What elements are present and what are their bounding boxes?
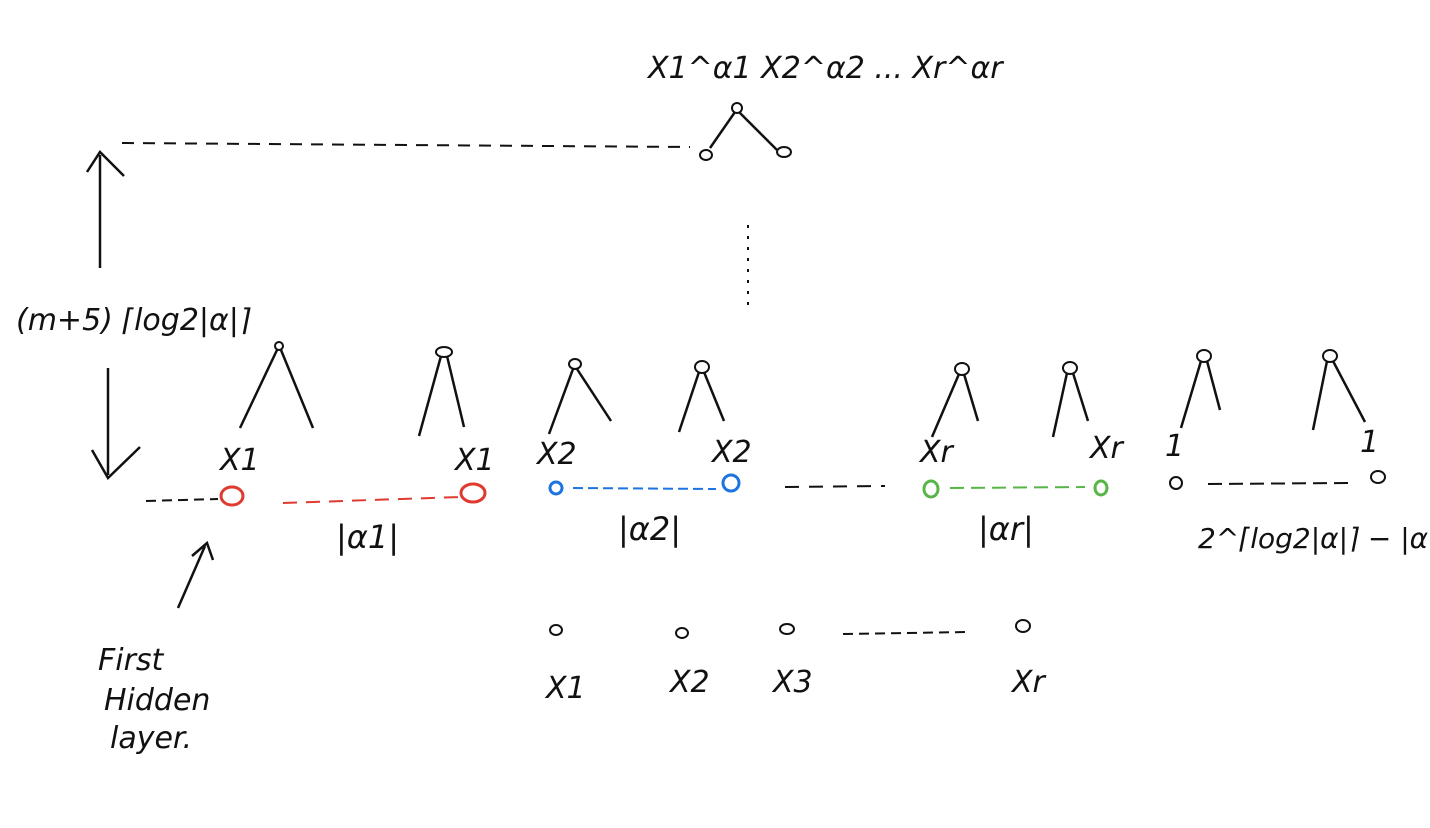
top-product-label: X1^α1 X2^α2 ... Xr^αr	[646, 51, 1004, 86]
tree-2	[417, 346, 466, 437]
group-1-right-label: X1	[453, 443, 495, 478]
first-hidden-layer-arrow	[176, 540, 215, 609]
group-4-right-label: 1	[1360, 425, 1379, 460]
group-1-nodes	[219, 482, 487, 507]
tree-7	[1179, 349, 1222, 429]
group-3-nodes	[922, 479, 1109, 499]
group-4-size-label: 2^⌈log2|α|⌉ − |α|	[1198, 522, 1430, 555]
group-3-size-label: |αr|	[978, 510, 1034, 548]
group-2-nodes	[548, 473, 741, 496]
depth-up-arrow	[85, 150, 125, 268]
group-3-right-label: Xr	[1088, 431, 1125, 466]
layer-left-dashes	[145, 498, 219, 502]
input-node	[1015, 619, 1031, 633]
input-layer: X1 X2 X3 Xr	[544, 619, 1047, 706]
tree-8	[1311, 349, 1367, 431]
input-node	[779, 623, 795, 635]
input-node	[549, 624, 563, 636]
group-2-left-label: X2	[535, 437, 577, 472]
input-node	[675, 627, 689, 639]
input-dashes	[842, 631, 969, 635]
first-hidden-layer-line-2: Hidden	[104, 683, 210, 718]
top-dashed-connector	[121, 142, 691, 148]
group-3-left-label: Xr	[918, 435, 955, 470]
leaf-trees	[238, 341, 1367, 438]
layer-middle-dashes	[784, 485, 886, 488]
group-1-size-label: |α1|	[336, 518, 399, 556]
input-label-1: X1	[544, 671, 586, 706]
top-product-node: X1^α1 X2^α2 ... Xr^αr	[646, 51, 1004, 161]
tree-3	[547, 358, 613, 435]
tree-4	[677, 360, 726, 433]
leaf-labels: X1 X1 X2 X2 Xr Xr 1 1	[218, 425, 1379, 478]
input-label-3: X3	[771, 665, 813, 700]
depth-down-arrow	[90, 368, 141, 481]
group-2-right-label: X2	[710, 435, 752, 470]
first-hidden-layer-line-1: First	[98, 643, 165, 678]
group-1-left-label: X1	[218, 443, 260, 478]
group-2-size-label: |α2|	[618, 510, 681, 548]
input-label-2: X2	[668, 665, 710, 700]
depth-label: (m+5) ⌈log2|α|⌉	[16, 303, 251, 338]
tree-5	[930, 362, 980, 438]
group-4-nodes	[1169, 470, 1386, 490]
tree-1	[238, 341, 315, 429]
input-label-r: Xr	[1010, 665, 1047, 700]
group-4-left-label: 1	[1165, 429, 1184, 464]
first-hidden-layer-line-3: layer.	[110, 721, 192, 756]
tree-6	[1051, 361, 1090, 438]
